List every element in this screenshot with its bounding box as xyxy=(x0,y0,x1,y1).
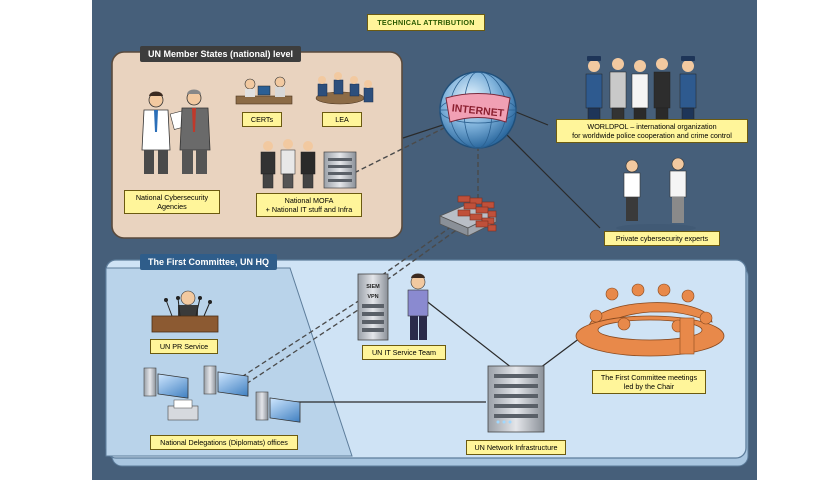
private-experts-icon xyxy=(616,157,696,232)
server-tag-siem: SIEM xyxy=(366,284,380,290)
mofa-label: National MOFA + National IT stuff and In… xyxy=(256,193,362,217)
meeting-table-icon xyxy=(575,283,725,357)
delegations-label: National Delegations (Diplomats) offices xyxy=(150,435,298,450)
agencies-people-icon xyxy=(141,89,211,174)
it-service-team-label: UN IT Service Team xyxy=(362,345,446,360)
lea-label: LEA xyxy=(322,112,362,127)
link-globe-mofa xyxy=(355,123,453,173)
national-cybersecurity-agencies-label: National Cybersecurity Agencies xyxy=(124,190,220,214)
certs-label: CERTs xyxy=(242,112,282,127)
firewall-icon xyxy=(438,195,498,237)
hq-heading: The First Committee, UN HQ xyxy=(140,254,278,270)
pr-service-podium-icon xyxy=(151,290,219,333)
link-globe-worldpol xyxy=(515,111,549,126)
printer-icon xyxy=(167,399,199,421)
mofa-server-icon xyxy=(323,151,357,189)
it-team-server-icon: SIEM VPN xyxy=(357,273,389,341)
private-experts-label: Private cybersecurity experts xyxy=(604,231,720,246)
internet-globe: INTERNET xyxy=(439,71,517,149)
diagram-title: TECHNICAL ATTRIBUTION xyxy=(367,14,485,31)
network-infrastructure-label: UN Network Infrastructure xyxy=(466,440,566,455)
first-committee-meetings-label: The First Committee meetings led by the … xyxy=(592,370,706,394)
mofa-people-icon xyxy=(260,139,316,189)
lea-icon xyxy=(315,72,374,105)
delegation-computers-icon xyxy=(143,365,301,423)
worldpol-label: WORLDPOL – international organization fo… xyxy=(556,119,748,143)
internet-label: INTERNET xyxy=(451,102,505,119)
it-technician-icon xyxy=(407,273,429,340)
link-firewall-server xyxy=(377,221,459,279)
link-firewall-server-2 xyxy=(383,225,463,283)
link-globe-private xyxy=(503,131,601,229)
server-tag-vpn: VPN xyxy=(367,294,378,300)
certs-icon xyxy=(235,76,293,105)
network-infrastructure-icon xyxy=(487,365,545,433)
link-server-network xyxy=(419,295,513,369)
pr-service-label: UN PR Service xyxy=(150,339,218,354)
national-level-heading: UN Member States (national) level xyxy=(140,46,302,62)
